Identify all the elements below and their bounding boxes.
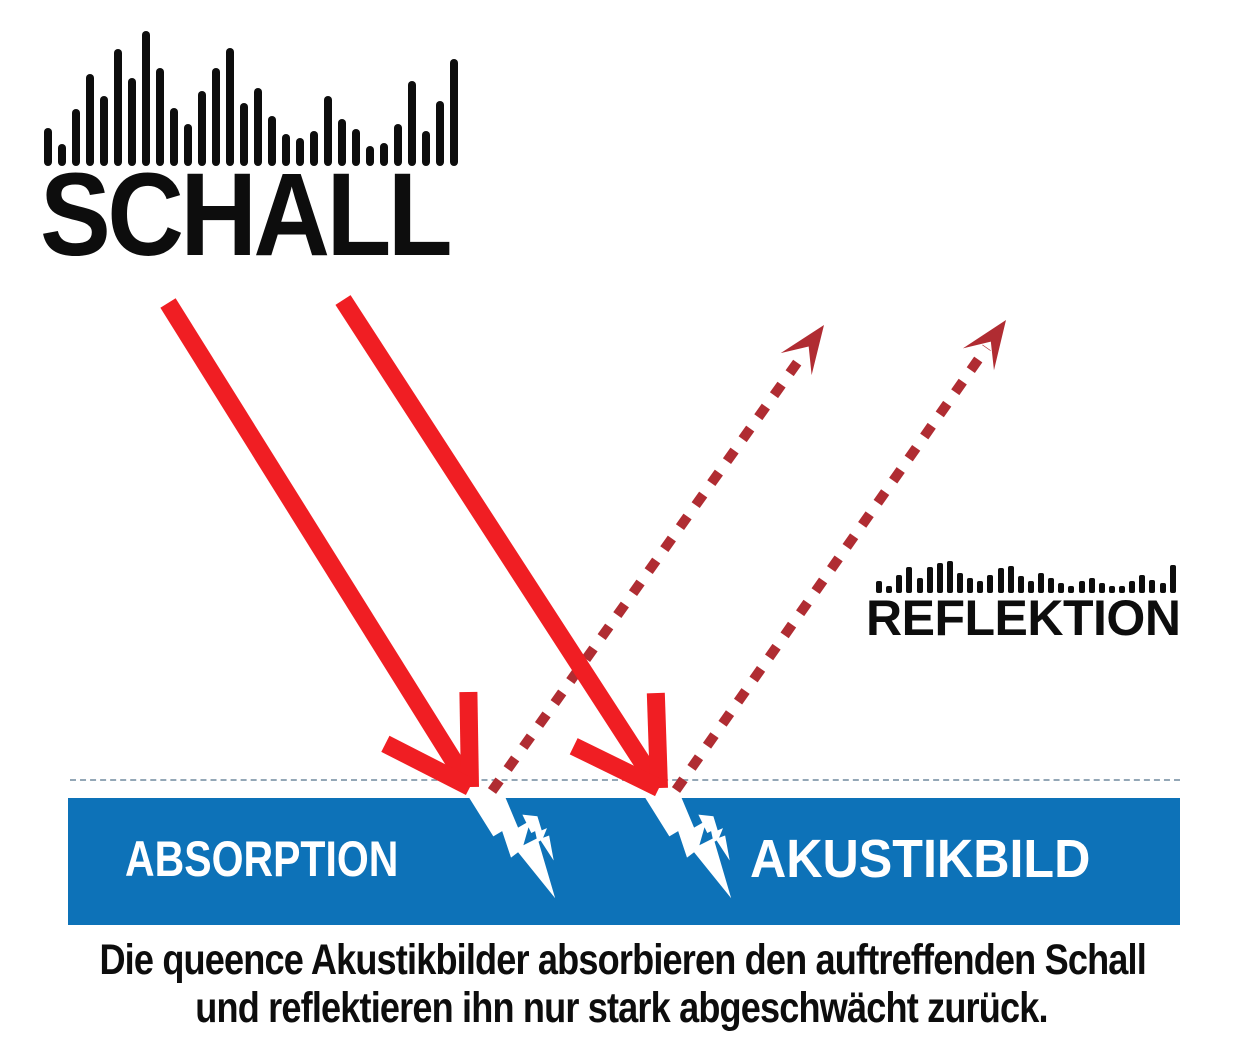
caption-line-1: Die queence Akustikbilder absorbieren de… [99, 936, 1146, 984]
panel-top-dashed-line [70, 779, 1180, 781]
wave-bar [86, 74, 94, 166]
wave-bar [58, 144, 66, 166]
wave-bar [324, 96, 332, 166]
wave-bar [352, 129, 360, 166]
wave-bar [1058, 583, 1065, 593]
incident-arrowhead-barb [459, 691, 479, 788]
wave-bar [212, 68, 220, 166]
wave-bar [1017, 576, 1024, 593]
caption-line-2: und reflektieren ihn nur stark abgeschwä… [195, 984, 1048, 1032]
reflected-arrowhead [780, 325, 824, 376]
acoustic-panel-bar: ABSORPTION AKUSTIKBILD [68, 798, 1180, 925]
schall-title: SCHALL [40, 149, 453, 281]
wave-bar [1007, 566, 1014, 593]
wave-bar [198, 91, 206, 166]
wave-bar [408, 81, 416, 166]
lightning-bolt-small-icon [522, 814, 554, 861]
incident-arrowhead-barb [569, 738, 663, 797]
wave-bar [226, 48, 234, 166]
reflection-wave-icon [876, 559, 1176, 593]
wave-bar [254, 88, 262, 166]
wave-bar [394, 124, 402, 166]
wave-bar [142, 31, 150, 166]
wave-bar [1169, 565, 1176, 593]
wave-bar [946, 561, 953, 593]
wave-bar [1108, 586, 1115, 593]
wave-bar [450, 59, 458, 166]
incident-arrowhead-barb [646, 692, 668, 789]
lightning-bolt-small-icon [698, 814, 730, 861]
wave-bar [170, 108, 178, 166]
wave-bar [436, 101, 444, 166]
wave-bar [422, 131, 430, 166]
wave-bar [310, 131, 318, 166]
akustikbild-label: AKUSTIKBILD [750, 828, 1091, 889]
reflected-arrow-dashed-line [487, 349, 809, 794]
wave-bar [296, 138, 304, 166]
wave-bar [1048, 578, 1055, 593]
wave-bar [100, 96, 108, 166]
wave-bar [1078, 581, 1085, 593]
wave-bar [114, 49, 122, 166]
wave-bar [997, 568, 1004, 593]
absorption-label: ABSORPTION [125, 830, 399, 887]
wave-bar [1139, 575, 1146, 593]
wave-bar [184, 124, 192, 166]
caption: Die queence Akustikbilder absorbieren de… [99, 936, 1146, 1032]
wave-bar [1159, 583, 1166, 593]
wave-bar [268, 116, 276, 166]
wave-bar [72, 109, 80, 166]
wave-bar [240, 103, 248, 166]
incident-arrow-shaft [160, 298, 478, 792]
wave-bar [128, 78, 136, 166]
reflektion-title: REFLEKTION [866, 590, 1181, 646]
wave-bar [1098, 583, 1105, 593]
wave-bar [1068, 586, 1075, 593]
wave-bar [1119, 586, 1125, 593]
lightning-bolt-icon [469, 798, 556, 899]
wave-bar [282, 134, 290, 166]
wave-bar [936, 563, 943, 593]
reflected-arrowhead [962, 320, 1006, 371]
sound-wave-icon [44, 28, 458, 166]
wave-bar [1088, 578, 1095, 593]
wave-bar [1129, 581, 1136, 593]
wave-bar [366, 146, 374, 166]
wave-bar [338, 119, 346, 166]
lightning-bolt-icon [645, 798, 732, 899]
wave-bar [44, 128, 52, 166]
wave-bar [1027, 581, 1034, 593]
incident-arrow-shaft [335, 295, 667, 793]
wave-bar [156, 68, 164, 166]
wave-bar [1149, 580, 1156, 593]
wave-bar [380, 143, 388, 166]
wave-bar [1038, 573, 1044, 593]
